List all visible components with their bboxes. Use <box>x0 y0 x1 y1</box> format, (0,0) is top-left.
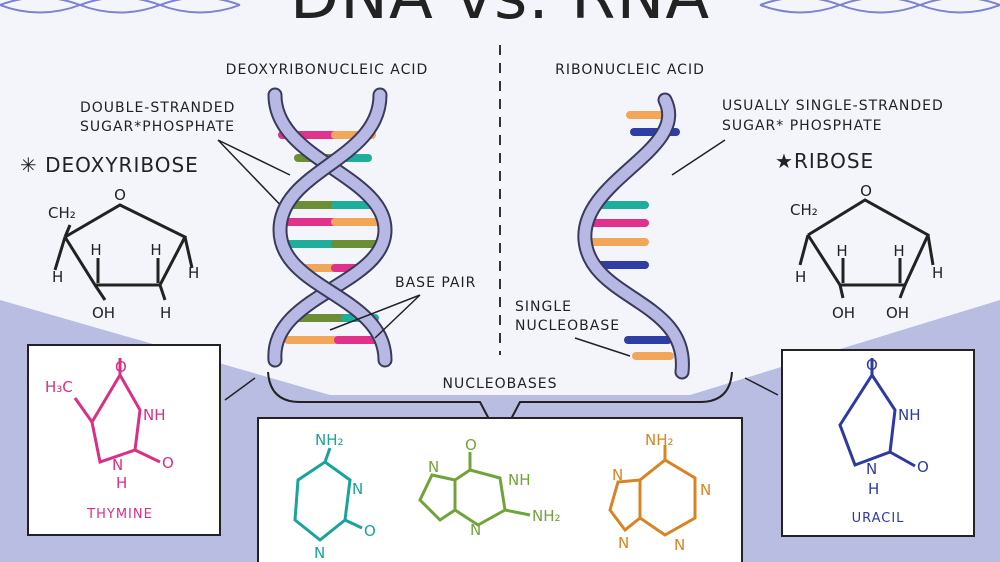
ring-oxygen: O <box>860 182 872 200</box>
h-atom: H <box>932 264 943 282</box>
dna-heading: DEOXYRIBONUCLEIC ACID <box>226 62 429 78</box>
n-atom: N <box>674 536 685 554</box>
oh-group: OH <box>886 304 909 322</box>
h-atom: H <box>52 268 63 286</box>
h-atom: H <box>116 474 127 492</box>
uracil-structure <box>838 358 916 468</box>
h-atom: H <box>868 480 879 498</box>
nh-group: N <box>618 534 629 552</box>
dna-sugar-phosphate-label: SUGAR*PHOSPHATE <box>80 119 235 135</box>
deoxyribose-atoms: O CH₂ H H H H OH H <box>48 186 199 322</box>
nh-group: NH <box>143 406 166 424</box>
dna-backbone-pointer <box>217 139 291 216</box>
cytosine-atoms: NH₂ N N O <box>314 431 376 562</box>
nucleobases-label: NUCLEOBASES <box>443 376 558 392</box>
methyl-group: H₃C <box>45 378 73 396</box>
uracil-box <box>781 349 975 537</box>
carbonyl-oxygen: O <box>364 522 376 540</box>
n-atom: N <box>428 458 439 476</box>
ribose-structure <box>798 198 935 299</box>
rna-sugar-phosphate-label: SUGAR* PHOSPHATE <box>722 118 882 134</box>
h-atom: H <box>836 242 847 260</box>
deoxyribose-label: ✳ DEOXYRIBOSE <box>20 153 199 177</box>
rna-backbone-pointer <box>671 139 726 176</box>
uracil-atoms: O NH N H O <box>866 356 929 498</box>
amino-group: NH₂ <box>315 431 344 449</box>
uracil-label: URACIL <box>852 511 905 526</box>
oh-group: OH <box>92 304 115 322</box>
ribose-label: ★RIBOSE <box>775 149 874 173</box>
rna-heading: RIBONUCLEIC ACID <box>555 62 705 78</box>
adenine-atoms: NH₂ N N N N <box>612 431 711 554</box>
n-atom: N <box>314 544 325 562</box>
rna-backbone <box>579 94 688 378</box>
dna-double-stranded-label: DOUBLE-STRANDED <box>80 100 235 116</box>
h-atom: H <box>188 264 199 282</box>
carbonyl-oxygen: O <box>917 458 929 476</box>
h-atom: H <box>893 242 904 260</box>
h-atom: H <box>90 241 101 259</box>
rna-single-stranded-label: USUALLY SINGLE-STRANDED <box>722 98 944 114</box>
n-atom: N <box>352 480 363 498</box>
ch2-group: CH₂ <box>790 201 818 219</box>
adenine-structure <box>608 445 697 537</box>
carbonyl-oxygen: O <box>465 436 477 454</box>
single-nucleobase-pointer <box>574 337 631 357</box>
thymine-box <box>27 344 221 536</box>
dna-backbone-2 <box>274 89 391 366</box>
base-pair-pointer <box>329 294 421 339</box>
thymine-atoms: O H₃C NH N H O <box>45 358 174 492</box>
ring-oxygen: O <box>114 186 126 204</box>
dna-strand-decoration-left <box>0 0 241 14</box>
nh-group: NH <box>508 471 531 489</box>
deoxyribose-structure <box>53 203 194 301</box>
oh-group: OH <box>832 304 855 322</box>
uracil-connector <box>744 377 779 396</box>
n-atom: N <box>866 460 877 478</box>
single-nucleobase-label-line1: SINGLE <box>515 299 572 315</box>
dna-double-helix <box>267 87 393 368</box>
ch2-group: CH₂ <box>48 204 76 222</box>
amino-group: NH₂ <box>532 507 561 525</box>
amino-group: NH₂ <box>645 431 674 449</box>
h-atom: H <box>795 268 806 286</box>
n-atom: N <box>112 456 123 474</box>
ribose-atoms: O CH₂ H H H H OH OH <box>790 182 943 322</box>
carbonyl-oxygen: O <box>115 358 127 376</box>
guanine-structure <box>418 452 531 527</box>
n-atom: N <box>470 521 481 539</box>
base-pair-label: BASE PAIR <box>395 275 476 291</box>
carbonyl-oxygen: O <box>866 356 878 374</box>
thymine-connector <box>224 377 256 401</box>
page-title: DNA vs. RNA <box>290 0 710 34</box>
dna-strand-decoration-right <box>759 0 1000 14</box>
cytosine-structure <box>293 447 363 542</box>
nh-group: NH <box>898 406 921 424</box>
n-atom: N <box>700 481 711 499</box>
single-nucleobase-label-line2: NUCLEOBASE <box>515 318 620 334</box>
thymine-label: THYMINE <box>86 507 153 522</box>
guanine-atoms: O NH NH₂ N N <box>428 436 561 539</box>
h-atom: H <box>150 241 161 259</box>
dna-backbone-1 <box>269 89 391 366</box>
h-atom: H <box>160 304 171 322</box>
n-atom: N <box>612 466 623 484</box>
thymine-structure <box>73 358 161 464</box>
rna-single-helix <box>577 92 690 380</box>
carbonyl-oxygen: O <box>162 454 174 472</box>
